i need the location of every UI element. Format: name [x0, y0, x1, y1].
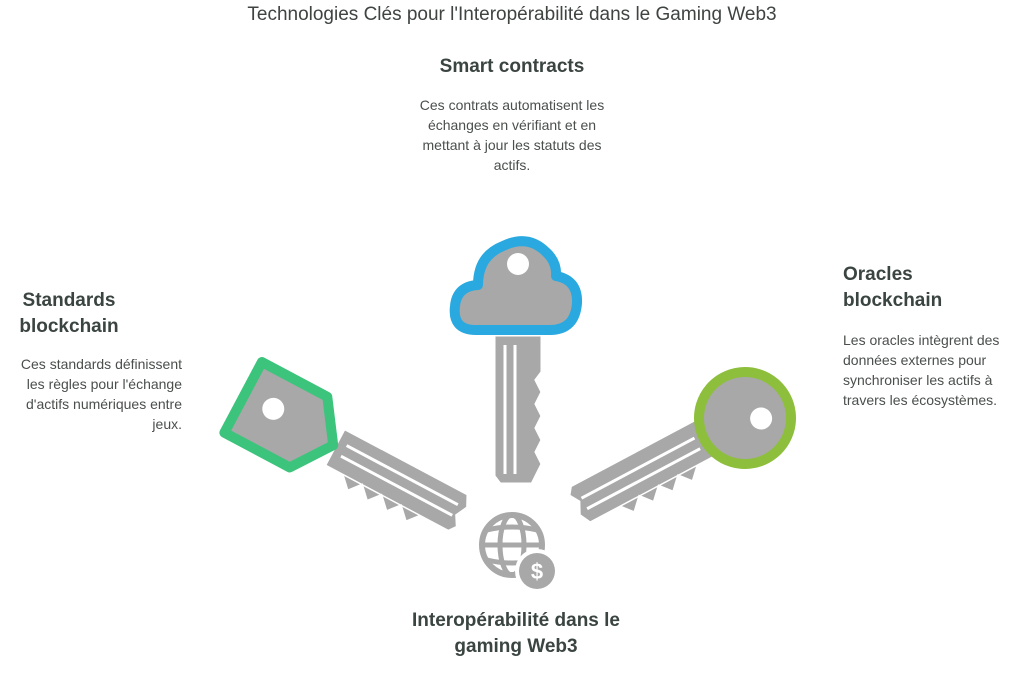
standards-heading: Standards blockchain: [19, 290, 119, 337]
square-key-icon: [219, 357, 470, 533]
cloud-key-icon: [449, 236, 583, 486]
oracles-description: Les oracles intègrent des données extern…: [843, 332, 1000, 408]
smart-contracts-description: Ces contrats automatisent les échanges e…: [419, 97, 605, 173]
standards-description: Ces standards définissent les règles pou…: [20, 356, 182, 432]
center-heading: Interopérabilité dans le gaming Web3: [412, 610, 620, 657]
diagram-title: Technologies Clés pour l'Interopérabilit…: [247, 4, 777, 25]
svg-text:$: $: [531, 559, 543, 584]
globe-dollar-icon: $: [479, 512, 559, 593]
smart-contracts-heading: Smart contracts: [439, 56, 585, 77]
oracles-heading: Oracles blockchain: [843, 264, 943, 311]
round-key-icon: [567, 367, 796, 525]
